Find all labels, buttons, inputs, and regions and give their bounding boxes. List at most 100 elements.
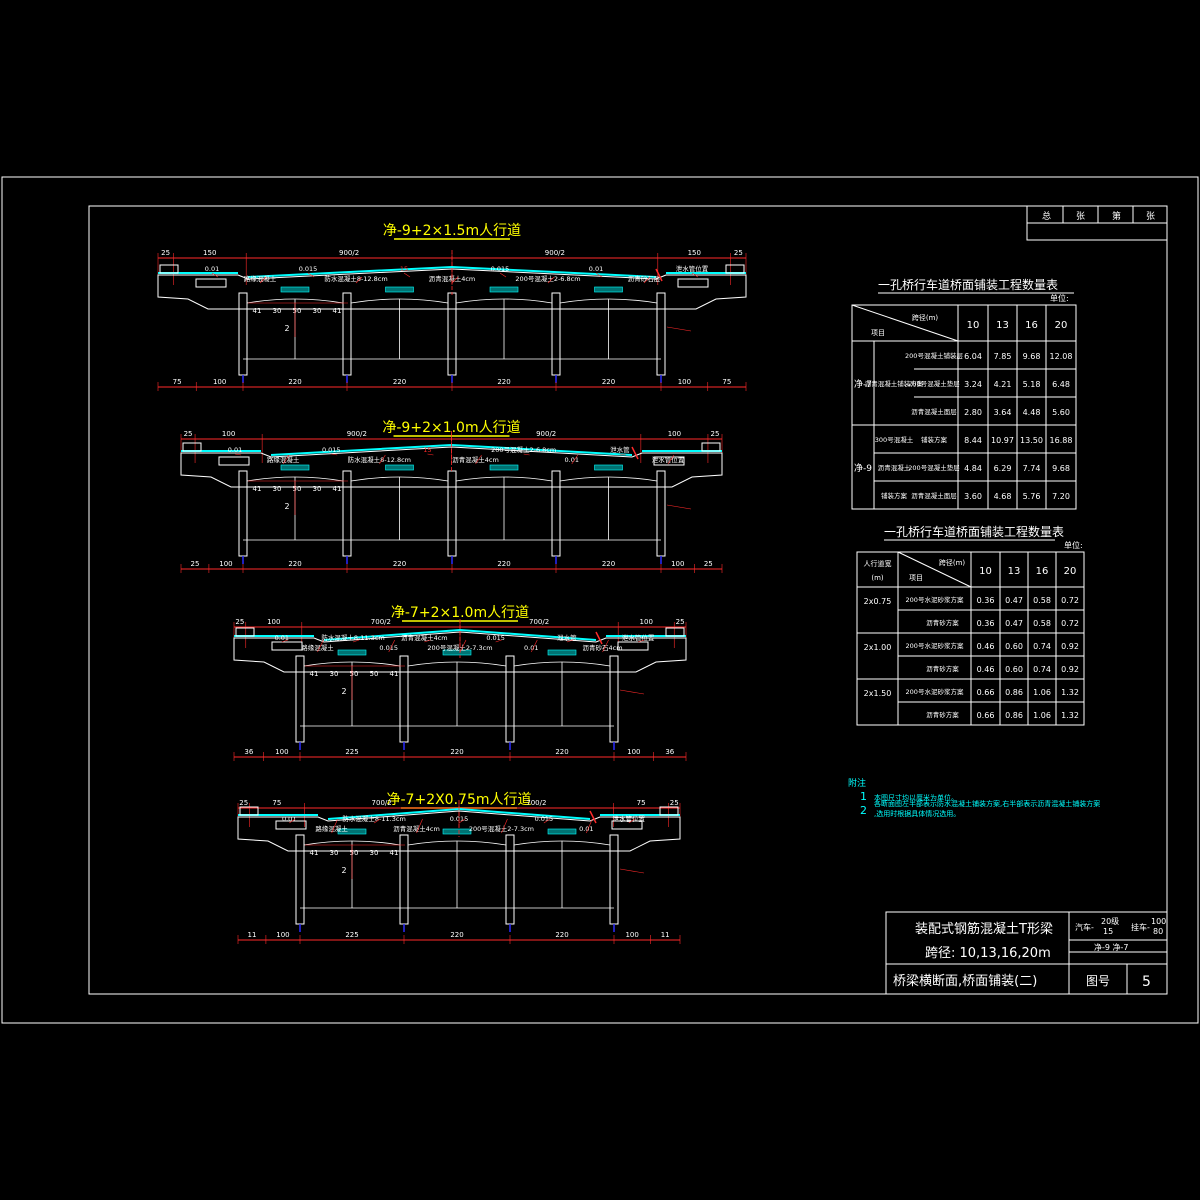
table1-row-label1: 沥青混凝土铺装方案 [865,379,924,388]
annotation-label: 泄水管 [610,445,630,454]
deck-slab [233,631,687,673]
drain-leader [619,868,645,874]
leader-line [628,818,635,824]
load1-bot: 15 [1103,927,1113,936]
table2-span-header: 20 [1064,566,1077,577]
leader-line [459,639,467,653]
deck-slab [237,810,681,852]
joint-block [594,464,623,471]
top-dim-label: 700/2 [526,799,546,807]
leader-line [619,453,626,456]
curb-left [182,442,202,452]
sheet-number: 5 [1142,974,1151,990]
bottom-dim-label: 220 [393,378,406,386]
table1-span-header: 16 [1025,320,1038,331]
leader-line [211,272,219,278]
top-dim-label: 100 [668,430,681,438]
annotation-label: 路缘混凝土 [267,455,300,464]
bottom-dim-label: 220 [555,931,568,939]
curb-right [659,806,679,816]
table2-cell: 0.86 [1005,711,1023,720]
table1-unit: 单位: [1050,293,1069,303]
annotation-label: 0.01 [524,644,538,652]
leader-line [331,818,338,834]
leader-line [373,818,381,824]
leader-line [416,818,423,834]
annotation-label: 路缘混凝土 [244,274,277,283]
top-dim-label: 75 [637,799,646,807]
corner-no-label: 第 [1112,210,1121,222]
leader-line [475,454,482,465]
web-dim-label: 50 [293,307,302,315]
table1-row-label2: 200号混凝土垫层 [908,463,960,472]
bottom-dim-label: 100 [275,748,288,756]
web-dim-label: 41 [310,849,319,857]
leader-line [595,272,603,278]
top-dim-label: 25 [184,430,193,438]
sidewalk-right [677,278,709,288]
joint-block [385,464,414,471]
drain-leader [666,504,692,510]
bottom-dim-label: 220 [497,560,510,568]
sidewalk-right [617,641,649,651]
annotation-label: 0.01 [579,825,593,833]
bottom-dim-label: 36 [244,748,253,756]
note-1-num: 1 [860,790,867,803]
annotation-label: 防水混凝土8-12.8cm [348,455,411,464]
top-dim-label: 100 [222,430,235,438]
table2-row-label: 沥青砂方案 [926,664,959,673]
slope-mark: 2 [284,502,289,511]
slope-mark: 2 [284,324,289,333]
bottom-dim-label: 220 [602,378,615,386]
annotation-label: 0.015 [491,265,510,273]
web-dim-label: 30 [370,849,379,857]
drain-mark [631,446,639,460]
table1-frame [851,304,1077,510]
annotation-label: 泄水管位置 [652,455,685,464]
table2-corner-top: 跨径(m) [939,558,966,567]
load1-label: 汽车- [1075,922,1094,932]
top-dim-label: 150 [688,249,701,257]
bottom-dim-label: 225 [345,931,358,939]
annotation-label: 200号混凝土2-6.8cm [515,274,580,283]
curb-left [239,806,259,816]
curb-left [159,264,179,274]
table2-cell: 1.06 [1033,711,1051,720]
top-dim-label: 150 [203,249,216,257]
table1-cell: 4.21 [994,380,1012,389]
sidewalk-right [653,456,685,466]
table2-cell: 0.74 [1033,642,1051,651]
table1-cell: 9.68 [1052,464,1070,473]
leader-line [691,272,699,278]
table2-group-name: 2x1.50 [864,689,892,698]
table2-row-label: 沥青砂方案 [926,618,959,627]
bottom-dim-label: 100 [678,378,691,386]
table2-cell: 0.36 [977,619,995,628]
table1-cell: 6.29 [994,464,1012,473]
corner-total-label: 总 [1042,210,1051,222]
table2-cell: 0.92 [1061,665,1079,674]
sidewalk-left [275,820,307,830]
leader-line [281,639,288,643]
annotation-label: 泄水管位置 [622,633,655,642]
table1-cell: 5.60 [1052,408,1070,417]
top-dim-label: 25 [711,430,720,438]
table2-cell: 0.47 [1005,619,1023,628]
annotation-label: 沥青砂石层 [628,274,661,283]
leader-line [547,276,555,284]
web-dim-label: 50 [370,670,379,678]
table2-row-label: 200号水泥砂浆方案 [906,687,964,696]
title-line2: 跨径: 10,13,16,20m [925,946,1051,961]
annotation-label: 沥青混凝土4cm [429,274,476,283]
bottom-dim-label: 220 [288,560,301,568]
leader-line [307,272,315,278]
top-dim-label: 75 [272,799,281,807]
web-dim-label: 41 [253,307,262,315]
table2-cell: 0.46 [977,642,995,651]
table2-cell: 0.60 [1005,642,1023,651]
table1-row-label2: 200号混凝土铺装层 [905,351,963,360]
table2-col-head-unit: (m) [871,574,884,582]
